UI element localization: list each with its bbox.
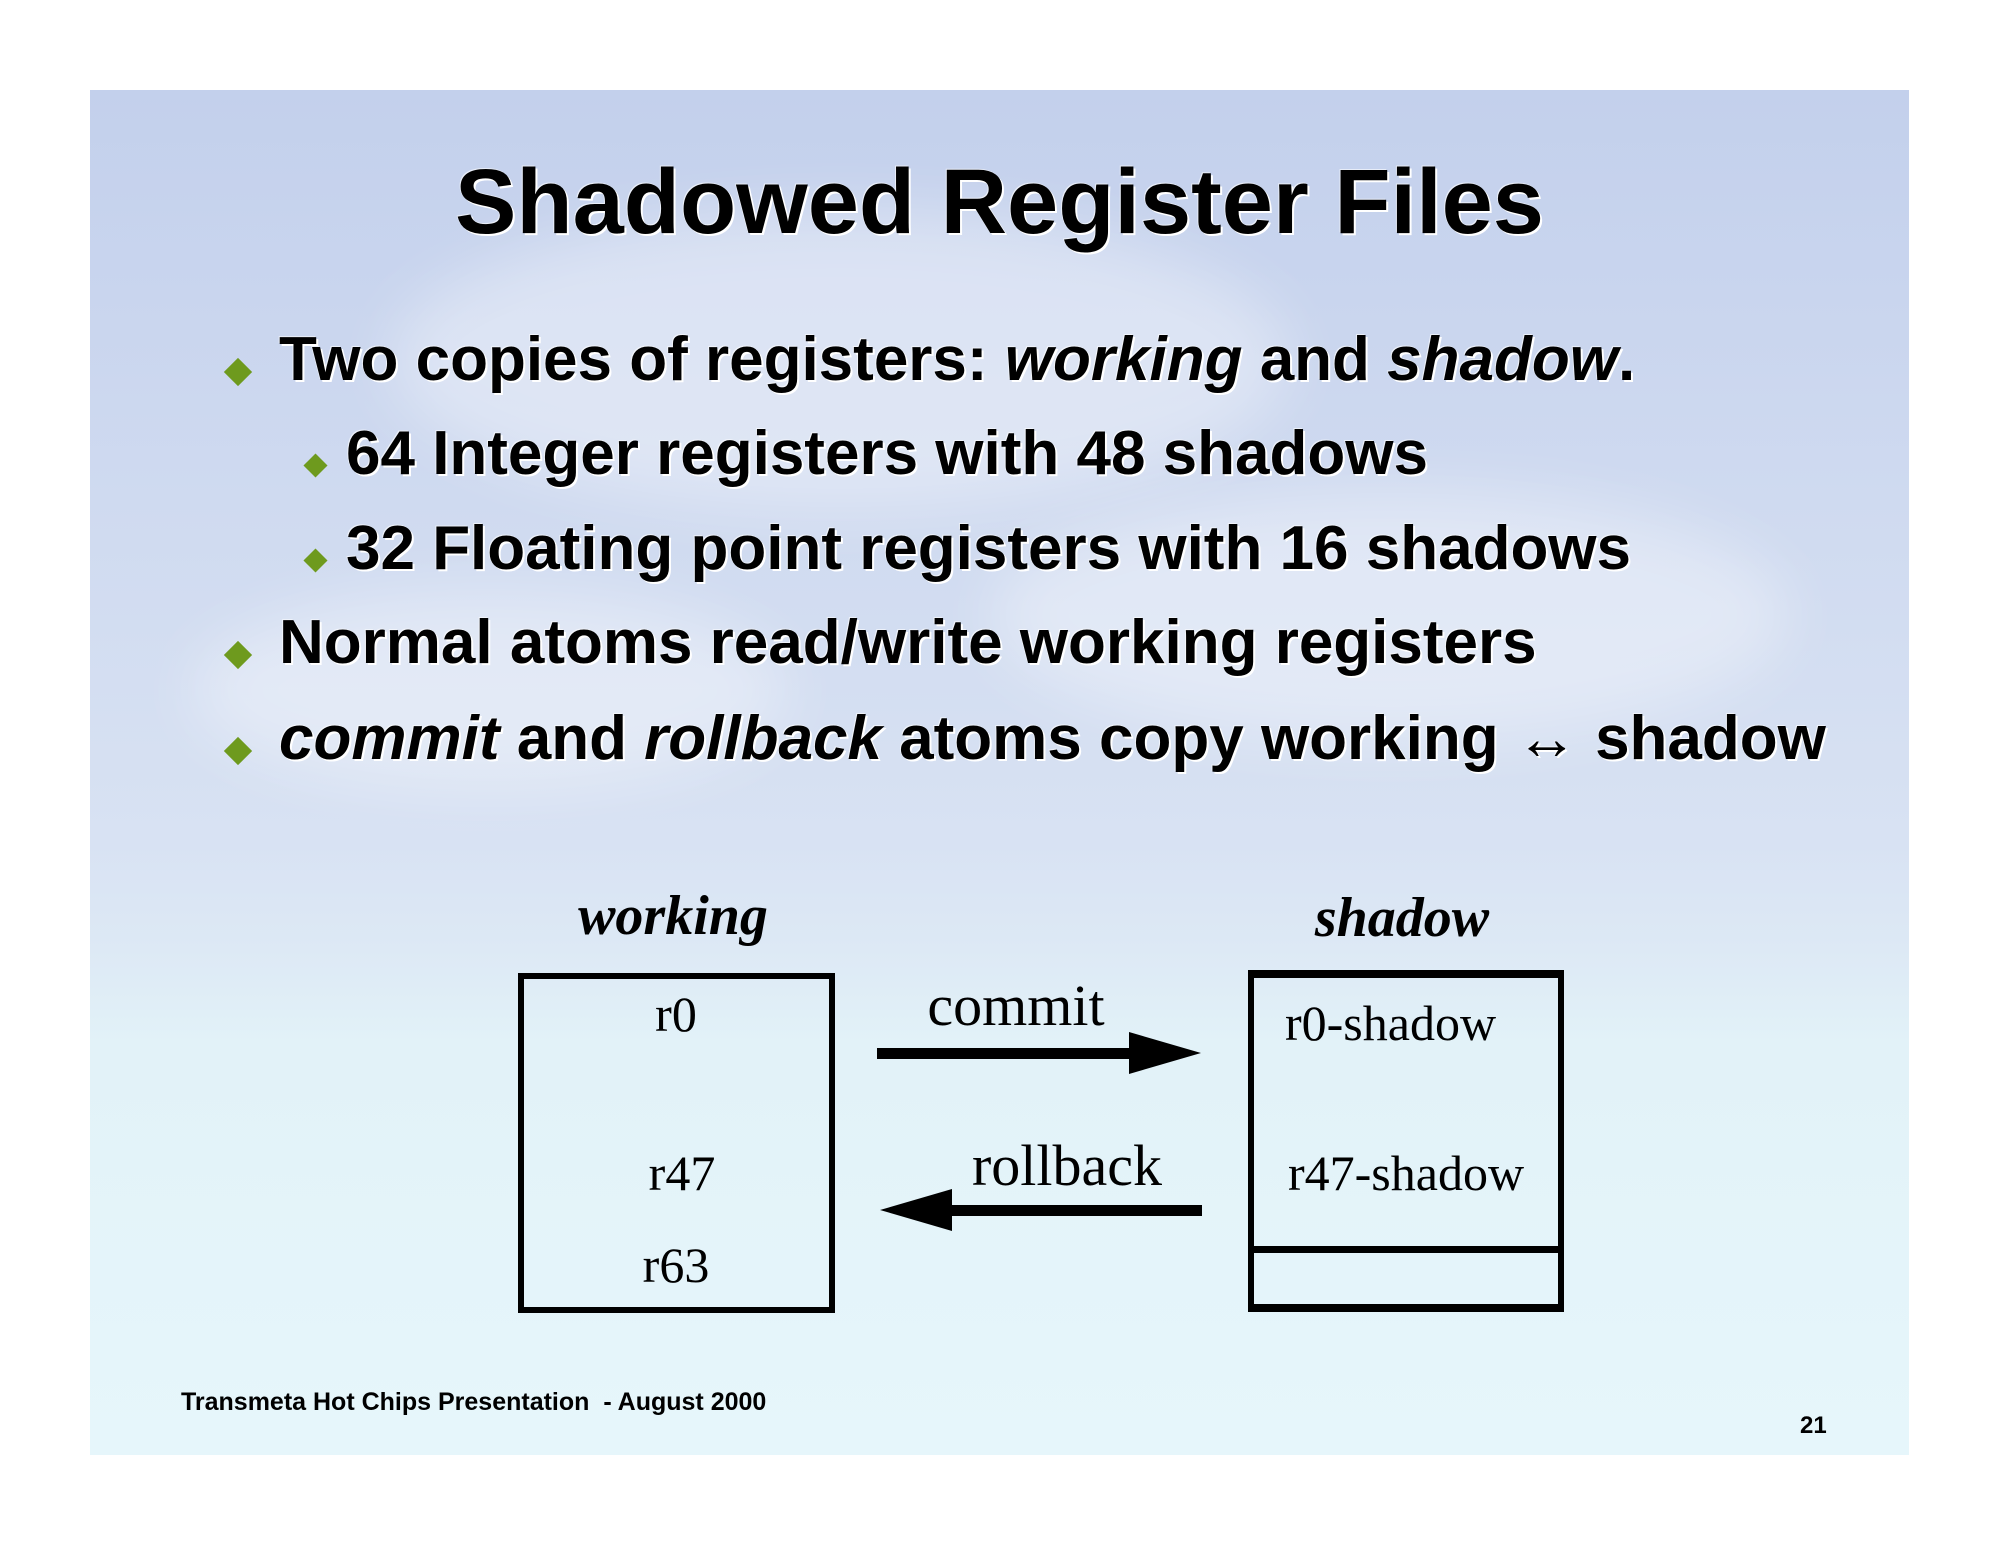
shadow-register: r0-shadow (1285, 995, 1497, 1051)
bullet-emphasis: shadow (1387, 325, 1618, 394)
working-register: r47 (648, 1145, 716, 1201)
working-label: working (578, 885, 768, 947)
shadow-register: r47-shadow (1288, 1145, 1525, 1201)
cloud-decoration (990, 490, 1790, 740)
page-number: 21 (1800, 1412, 1827, 1439)
sub-bullet-1: 64 Integer registers with 48 shadows (346, 419, 1428, 488)
bullet-emphasis: commit (279, 704, 500, 773)
working-register-box (518, 973, 835, 1313)
rollback-label: rollback (971, 1133, 1163, 1198)
bullet-3: commit and rollback atoms copy working ↔… (279, 703, 1826, 774)
sub-bullet-2: 32 Floating point registers with 16 shad… (346, 514, 1632, 583)
bullet-text: and (499, 704, 645, 773)
cloud-decoration (190, 590, 790, 790)
rollback-arrow-icon (880, 1189, 1202, 1231)
bullet-1: Two copies of registers: working and sha… (279, 324, 1635, 395)
bullet-text: atoms copy working ↔ shadow (881, 704, 1826, 773)
bullet-emphasis: working (1004, 325, 1243, 394)
bullet-text: Two copies of registers: (279, 325, 1005, 394)
bullet-text: and (1242, 325, 1388, 394)
cloud-decoration (390, 210, 1290, 510)
working-register: r0 (655, 986, 697, 1042)
footer-text: Transmeta Hot Chips Presentation - Augus… (181, 1388, 767, 1416)
bullet-text: . (1617, 325, 1636, 394)
shadow-label: shadow (1314, 887, 1490, 949)
bullet-2: Normal atoms read/write working register… (279, 608, 1537, 677)
shadow-box-divider (1248, 1246, 1564, 1253)
shadow-register-box (1248, 970, 1564, 1312)
slide-background (90, 90, 1909, 1455)
commit-label: commit (927, 973, 1105, 1038)
slide-title: Shadowed Register Files (455, 151, 1544, 253)
commit-arrow-icon (877, 1032, 1201, 1074)
bullet-emphasis: rollback (644, 704, 882, 773)
working-register: r63 (642, 1237, 710, 1293)
